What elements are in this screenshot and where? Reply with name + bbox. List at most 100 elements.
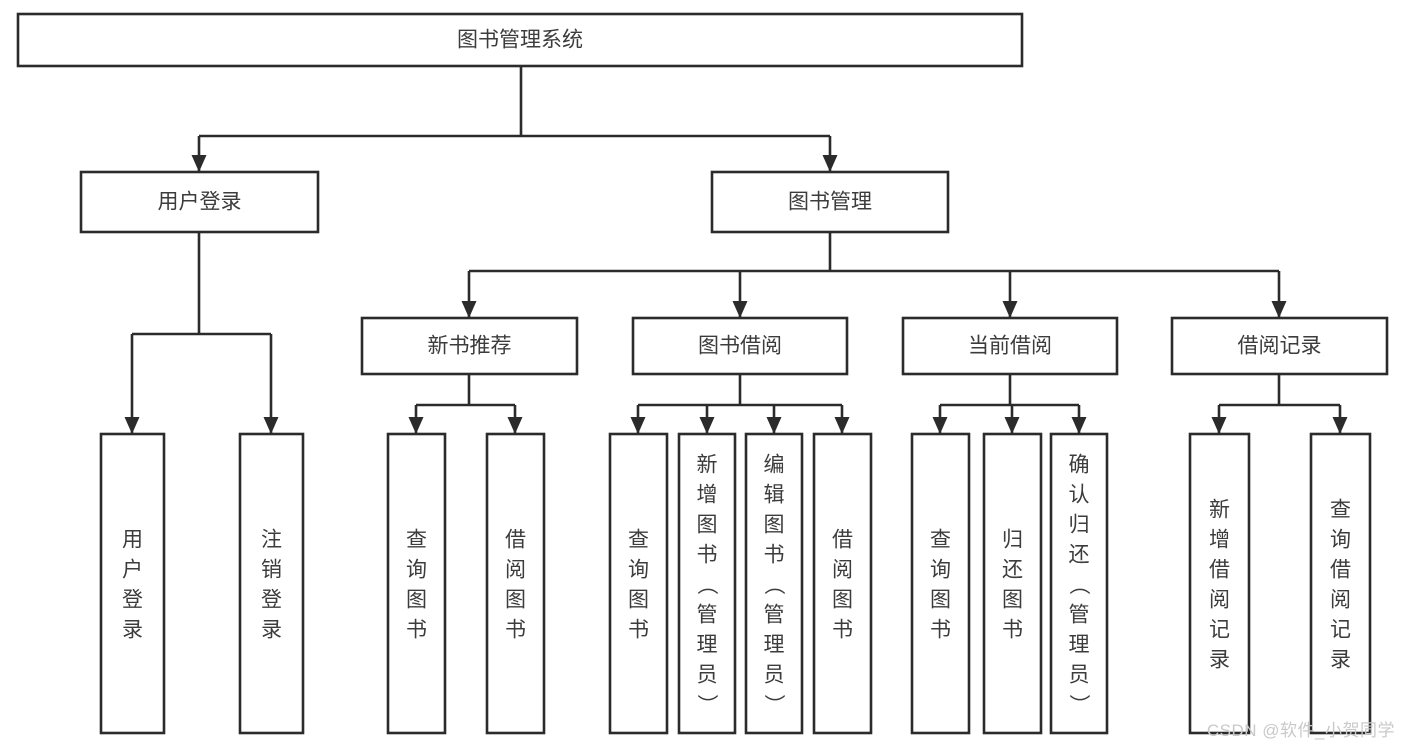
node-label: 用户登录 <box>158 191 242 214</box>
arrow-head-icon <box>932 417 948 434</box>
node-label-char: 理 <box>764 634 785 657</box>
node-box[interactable] <box>677 432 737 735</box>
node-label-char: 借 <box>832 529 853 552</box>
node-label-char: 新 <box>1209 499 1230 522</box>
node-box[interactable] <box>631 316 849 376</box>
node-label-char: 登 <box>122 589 143 612</box>
node-box[interactable] <box>99 432 166 735</box>
node-label-char: 图 <box>832 589 853 612</box>
node-label-char: 员 <box>697 664 718 687</box>
node-label-char: 登 <box>261 589 282 612</box>
connector-group <box>408 374 523 434</box>
node-label-char: 归 <box>1069 514 1090 537</box>
node-label-char: 增 <box>1209 529 1230 552</box>
node-box[interactable] <box>710 170 950 234</box>
arrow-head-icon <box>732 301 748 318</box>
node-level1-1[interactable]: 图书管理 <box>710 170 950 234</box>
node-label-char: 书 <box>505 619 526 642</box>
node-label-char: 查 <box>930 529 951 552</box>
node-label-char: 理 <box>697 634 718 657</box>
arrow-head-icon <box>630 417 646 434</box>
node-layer: 图书管理系统用户登录图书管理新书推荐图书借阅当前借阅借阅记录用户登录注销登录查询… <box>16 12 1389 735</box>
arrow-head-icon <box>263 417 279 434</box>
node-label: 当前借阅 <box>968 335 1052 358</box>
node-label-char: 询 <box>406 559 427 582</box>
node-label: 借阅记录 <box>1238 335 1322 358</box>
node-box[interactable] <box>1188 432 1251 735</box>
arrow-head-icon <box>124 417 140 434</box>
node-box[interactable] <box>16 12 1024 68</box>
node-label-char: 书 <box>697 544 718 567</box>
node-level2-2[interactable]: 当前借阅 <box>901 316 1119 376</box>
node-box[interactable] <box>901 316 1119 376</box>
node-label-char: 录 <box>1209 649 1230 672</box>
node-label-char: 新 <box>697 454 718 477</box>
node-label-char: 询 <box>930 559 951 582</box>
node-label-char: 图 <box>505 589 526 612</box>
node-label-char: 认 <box>1069 484 1090 507</box>
arrow-head-icon <box>1002 301 1018 318</box>
node-level1-0[interactable]: 用户登录 <box>79 170 320 234</box>
node-label-char: 编 <box>764 454 785 477</box>
node-label-char: ） <box>762 694 785 715</box>
node-box[interactable] <box>982 432 1043 735</box>
node-box[interactable] <box>744 432 804 735</box>
node-label-char: 用 <box>122 529 143 552</box>
node-box[interactable] <box>910 432 971 735</box>
node-label-char: 图 <box>406 589 427 612</box>
node-box[interactable] <box>79 170 320 234</box>
node-box[interactable] <box>238 432 305 735</box>
node-level2-3[interactable]: 借阅记录 <box>1170 316 1389 376</box>
arrow-head-icon <box>461 301 477 318</box>
node-label-char: 员 <box>1069 664 1090 687</box>
node-label-char: 管 <box>764 604 785 627</box>
node-label-char: 管 <box>697 604 718 627</box>
node-box[interactable] <box>608 432 669 735</box>
node-label-char: 销 <box>261 559 282 582</box>
node-box[interactable] <box>1309 432 1372 735</box>
connector-group <box>932 374 1087 434</box>
node-box[interactable] <box>812 432 873 735</box>
node-box[interactable] <box>1049 432 1109 735</box>
node-box[interactable] <box>1170 316 1389 376</box>
arrow-head-icon <box>191 155 207 172</box>
connector-group <box>124 232 279 434</box>
node-level2-1[interactable]: 图书借阅 <box>631 316 849 376</box>
connector-group <box>1211 374 1348 434</box>
node-label-char: 阅 <box>1209 589 1230 612</box>
node-label-char: 录 <box>1330 649 1351 672</box>
node-label-char: 管 <box>1069 604 1090 627</box>
node-label-char: ） <box>695 694 718 715</box>
node-level2-0[interactable]: 新书推荐 <box>360 316 579 376</box>
node-label-char: 录 <box>122 619 143 642</box>
arrow-head-icon <box>507 417 523 434</box>
connector-group <box>461 232 1287 318</box>
node-root[interactable]: 图书管理系统 <box>16 12 1024 68</box>
node-label-char: 员 <box>764 664 785 687</box>
node-label-char: 借 <box>1209 559 1230 582</box>
arrow-head-icon <box>766 417 782 434</box>
node-label-char: 借 <box>1330 559 1351 582</box>
node-label-char: 还 <box>1002 559 1023 582</box>
node-box[interactable] <box>485 432 546 735</box>
node-box[interactable] <box>360 316 579 376</box>
node-label-char: （ <box>762 574 785 595</box>
connector-group <box>630 374 850 434</box>
node-leaf-0[interactable]: 用户登录 <box>99 432 166 735</box>
node-box[interactable] <box>386 432 447 735</box>
node-label-char: 图 <box>697 514 718 537</box>
connector-layer <box>124 66 1348 434</box>
